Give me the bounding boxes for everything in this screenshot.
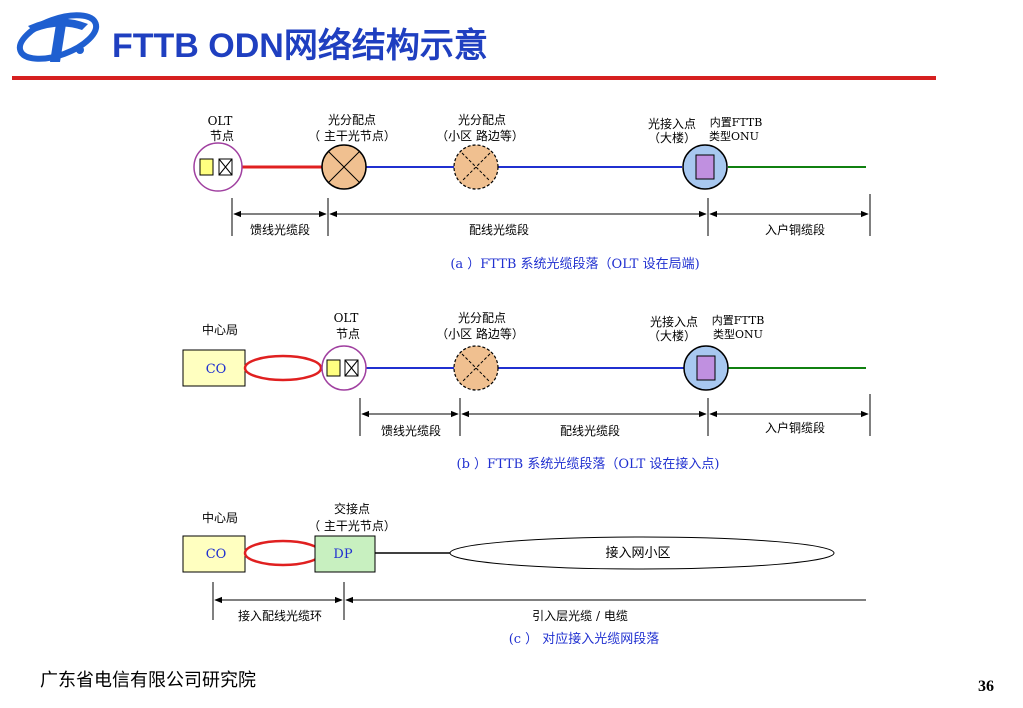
a-access-label-2: （大楼） bbox=[648, 130, 696, 145]
b-olt-label-2: 节点 bbox=[336, 327, 360, 341]
b-onu-label-2: 类型ONU bbox=[713, 327, 763, 341]
b-split-label-1: 光分配点 bbox=[458, 311, 506, 325]
c-central-office-label: 中心局 bbox=[202, 510, 238, 525]
c-access-area-label: 接入网小区 bbox=[605, 545, 670, 561]
c-seg-access-label: 引入层光缆 / 电缆 bbox=[532, 609, 628, 623]
b-caption: (b ）FTTB 系统光缆段落（OLT 设在接入点) bbox=[457, 456, 720, 472]
b-olt-port bbox=[326, 359, 341, 377]
a-seg-distribution-label: 配线光缆段 bbox=[469, 222, 529, 237]
b-splitter-x bbox=[461, 353, 491, 383]
b-access-label-1: 光接入点 bbox=[650, 314, 698, 329]
c-dp-label: DP bbox=[333, 547, 352, 562]
b-olt-switch-x bbox=[344, 359, 359, 377]
c-dp-label-1: 交接点 bbox=[334, 501, 370, 516]
b-split-label-2: （小区 路边等） bbox=[436, 326, 524, 341]
a-onu-box bbox=[695, 154, 715, 180]
b-co-box bbox=[182, 349, 246, 387]
a-splitter-1-x bbox=[327, 150, 361, 184]
a-olt-node bbox=[193, 142, 243, 192]
a-split1-label-2: （ 主干光节点） bbox=[308, 129, 396, 143]
a-splitter-2 bbox=[453, 144, 499, 190]
b-co-fiber-loop bbox=[243, 354, 323, 382]
b-seg-feeder-label: 馈线光缆段 bbox=[381, 423, 441, 438]
a-olt-port bbox=[199, 158, 214, 176]
c-access-area bbox=[449, 536, 835, 570]
b-olt-label-1: OLT bbox=[334, 311, 359, 325]
a-access-label-1: 光接入点 bbox=[648, 116, 696, 131]
b-seg-distribution-label: 配线光缆段 bbox=[560, 423, 620, 438]
b-splitter bbox=[453, 345, 499, 391]
page-title: FTTB ODN网络结构示意 bbox=[112, 27, 488, 65]
a-onu-label-2: 类型ONU bbox=[709, 129, 759, 143]
b-access-label-2: （大楼） bbox=[648, 328, 696, 343]
b-seg-drop-label: 入户铜缆段 bbox=[765, 420, 825, 435]
b-olt-node bbox=[321, 345, 367, 391]
a-olt-switch-x bbox=[218, 158, 233, 176]
diagram-a: OLT 节点 光分配点 （ 主干光节点） 光分配点 （小区 路边等） 光接入点 … bbox=[193, 113, 871, 272]
a-splitter-2-x bbox=[461, 152, 491, 182]
c-co-box bbox=[182, 535, 246, 573]
footer-organization: 广东省电信有限公司研究院 bbox=[40, 670, 256, 691]
a-split2-label-2: （小区 路边等） bbox=[436, 128, 524, 143]
a-olt-label-2: 节点 bbox=[210, 129, 234, 143]
a-seg-drop-label: 入户铜缆段 bbox=[765, 222, 825, 237]
a-onu-label-1: 内置FTTB bbox=[710, 115, 763, 129]
diagram-c: 中心局 交接点 （ 主干光节点） CO DP 接入网小区 接入配线光缆环 引入层… bbox=[182, 501, 866, 647]
c-caption: (c ） 对应接入光缆网段落 bbox=[509, 631, 660, 647]
c-seg-ring-label: 接入配线光缆环 bbox=[238, 608, 322, 623]
b-onu-box bbox=[696, 355, 716, 381]
b-onu-label-1: 内置FTTB bbox=[712, 313, 765, 327]
a-split1-label-1: 光分配点 bbox=[328, 113, 376, 127]
b-central-office-label: 中心局 bbox=[202, 322, 238, 337]
c-dp-label-2: （ 主干光节点） bbox=[308, 519, 396, 533]
diagram-b: 中心局 OLT 节点 光分配点 （小区 路边等） 光接入点 （大楼） 内置FTT… bbox=[182, 311, 871, 472]
a-split2-label-1: 光分配点 bbox=[458, 113, 506, 127]
title-rule bbox=[12, 76, 936, 80]
a-caption: (a ）FTTB 系统光缆段落（OLT 设在局端) bbox=[450, 256, 699, 272]
a-seg-feeder-label: 馈线光缆段 bbox=[250, 222, 310, 237]
a-olt-label-1: OLT bbox=[208, 114, 233, 128]
b-co-label: CO bbox=[206, 362, 227, 377]
c-fiber-ring bbox=[243, 539, 323, 567]
china-telecom-logo bbox=[16, 12, 100, 62]
c-dp-box bbox=[314, 535, 376, 573]
c-co-label: CO bbox=[206, 547, 227, 562]
page-number: 36 bbox=[978, 678, 994, 695]
